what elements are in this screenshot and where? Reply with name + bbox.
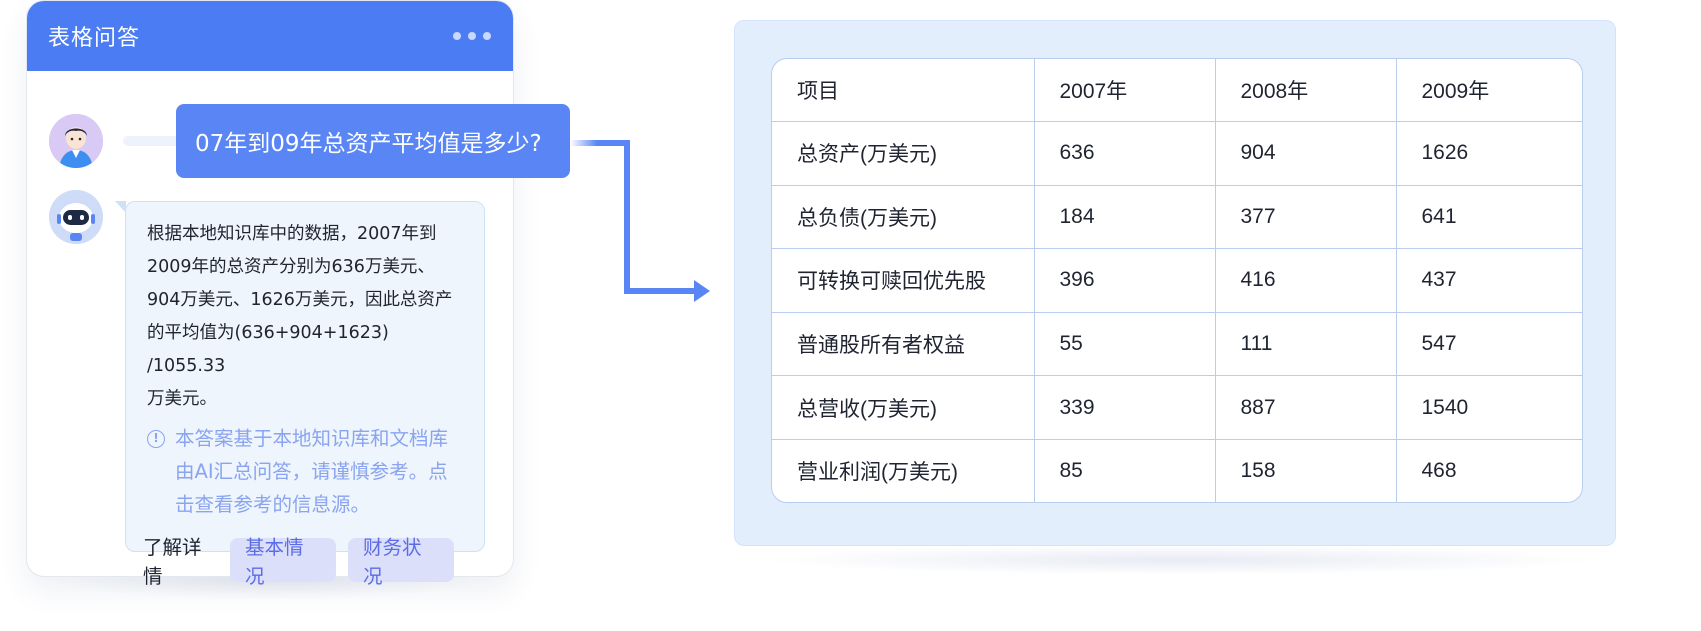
- bot-answer-bubble: 根据本地知识库中的数据，2007年到 2009年的总资产分别为636万美元、 9…: [125, 201, 485, 588]
- header-cell: 项目: [772, 59, 1035, 123]
- table-cell: 636: [1034, 121, 1216, 186]
- header-cell: 2008年: [1215, 59, 1397, 123]
- source-notice[interactable]: ! 本答案基于本地知识库和文档库 由AI汇总问答，请谨慎参考。点 击查看参考的信…: [147, 422, 466, 521]
- notice-line: 本答案基于本地知识库和文档库: [175, 427, 449, 450]
- table-header-row: 项目 2007年 2008年 2009年: [772, 59, 1582, 123]
- table-cell: 437: [1396, 248, 1582, 313]
- table-row: 总营收(万美元) 339 887 1540: [772, 375, 1582, 440]
- answer-line: 的平均值为(636+904+1623) /1055.33: [147, 323, 389, 376]
- table-cell: 55: [1034, 312, 1216, 377]
- table-cell: 396: [1034, 248, 1216, 313]
- bot-answer-text: 根据本地知识库中的数据，2007年到 2009年的总资产分别为636万美元、 9…: [147, 218, 466, 416]
- bot-avatar: [49, 190, 103, 244]
- table-cell: 416: [1215, 248, 1397, 313]
- notice-text: 本答案基于本地知识库和文档库 由AI汇总问答，请谨慎参考。点 击查看参考的信息源…: [175, 422, 448, 521]
- table-row: 普通股所有者权益 55 111 547: [772, 312, 1582, 377]
- chat-title: 表格问答: [48, 26, 141, 51]
- row-label-cell: 总负债(万美元): [772, 185, 1035, 250]
- actions-label: 了解详情: [143, 536, 202, 588]
- table-row: 总负债(万美元) 184 377 641: [772, 185, 1582, 250]
- data-table-container: 项目 2007年 2008年 2009年 总资产(万美元) 636 904 16…: [771, 58, 1583, 503]
- user-question-bubble: 07年到09年总资产平均值是多少?: [176, 104, 570, 178]
- table-cell: 85: [1034, 439, 1216, 502]
- bot-bubble-tail: [115, 201, 126, 213]
- answer-line: 2009年的总资产分别为636万美元、: [147, 257, 435, 277]
- table-cell: 468: [1421, 458, 1457, 482]
- table-row: 总资产(万美元) 636 904 1626: [772, 121, 1582, 186]
- table-cell: 1540: [1396, 375, 1582, 440]
- header-cell: 2009年: [1396, 59, 1582, 123]
- connector-arrow-icon: [570, 140, 710, 302]
- table-row: 可转换可赎回优先股 396 416 437: [772, 248, 1582, 313]
- table-cell: 1626: [1396, 121, 1582, 186]
- answer-line: 根据本地知识库中的数据，2007年到: [147, 224, 437, 244]
- answer-line: 万美元。: [147, 389, 217, 409]
- header-cell: 2007年: [1034, 59, 1216, 123]
- table-panel-shadow: [760, 545, 1600, 575]
- user-question-text: 07年到09年总资产平均值是多少?: [195, 131, 542, 157]
- table-cell: 887: [1215, 375, 1397, 440]
- more-options-icon[interactable]: [453, 32, 491, 40]
- table-cell: 641: [1396, 185, 1582, 250]
- table-cell: 904: [1215, 121, 1397, 186]
- table-cell: 339: [1034, 375, 1216, 440]
- chat-header: 表格问答: [27, 1, 513, 71]
- table-cell: 111: [1215, 312, 1397, 377]
- row-label-cell: 总营收(万美元): [772, 375, 1035, 440]
- row-label-cell: 总资产(万美元): [772, 121, 1035, 186]
- info-icon: !: [147, 430, 165, 448]
- chip-basic-info[interactable]: 基本情况: [230, 536, 336, 588]
- notice-line: 由AI汇总问答，请谨慎参考。点: [175, 460, 448, 483]
- table-cell: 547: [1396, 312, 1582, 377]
- row-label-cell: 可转换可赎回优先股: [772, 248, 1035, 313]
- table-cell: 184: [1034, 185, 1216, 250]
- table-row: 营业利润(万美元) 85 158 468: [772, 439, 1582, 502]
- data-table: 项目 2007年 2008年 2009年 总资产(万美元) 636 904 16…: [772, 59, 1582, 502]
- chip-financial-status[interactable]: 财务状况: [348, 536, 454, 588]
- row-label-cell: 普通股所有者权益: [772, 312, 1035, 377]
- row-label-cell: 营业利润(万美元): [772, 439, 1035, 502]
- table-cell: 158: [1215, 439, 1397, 502]
- user-avatar: [49, 114, 103, 168]
- user-message-connector: [123, 136, 183, 146]
- notice-line: 击查看参考的信息源。: [175, 493, 371, 516]
- table-cell: 377: [1215, 185, 1397, 250]
- related-actions: 了解详情 基本情况 财务状况: [143, 531, 466, 589]
- table-panel: 项目 2007年 2008年 2009年 总资产(万美元) 636 904 16…: [734, 20, 1616, 546]
- answer-line: 904万美元、1626万美元，因此总资产: [147, 290, 453, 310]
